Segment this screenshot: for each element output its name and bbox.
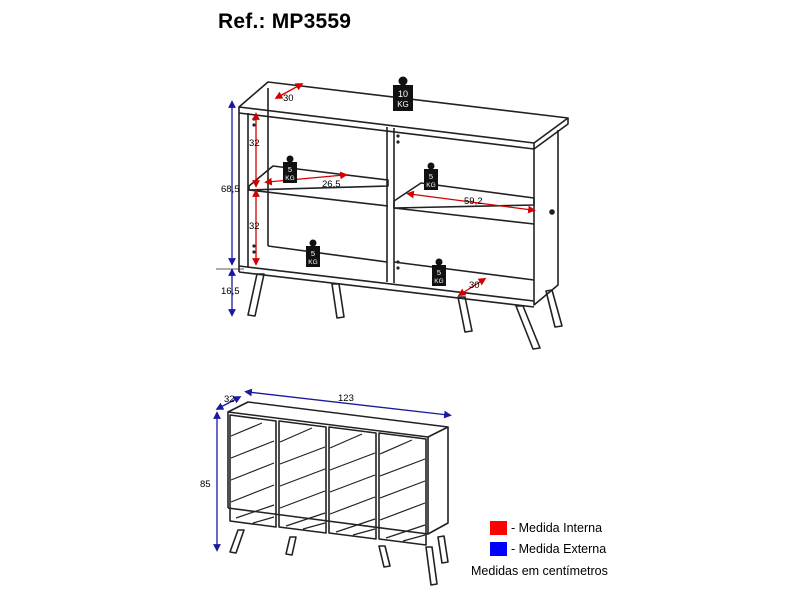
dim-height: 85 — [200, 479, 211, 490]
svg-text:5: 5 — [437, 268, 441, 277]
reference-title: Ref.: MP3559 — [218, 10, 352, 33]
legend-internal-label: - Medida Interna — [511, 521, 603, 535]
svg-text:KG: KG — [285, 175, 294, 182]
dim-body-height: 68,5 — [221, 184, 240, 195]
closed-dimension-labels: 32 123 85 — [200, 393, 354, 490]
closed-right-side — [427, 427, 449, 535]
closed-leg-left — [229, 529, 245, 554]
dim-depth: 32 — [224, 394, 235, 405]
svg-text:KG: KG — [308, 259, 317, 266]
dim-shelf-width-right: 59,2 — [464, 196, 483, 207]
blue-swatch — [490, 542, 507, 556]
weight-tag-top: 10 KG — [393, 76, 413, 111]
svg-text:5: 5 — [429, 172, 433, 181]
cabinet-right-side — [533, 130, 559, 306]
door-1 — [229, 414, 277, 528]
svg-text:KG: KG — [397, 100, 409, 109]
closed-bottom — [227, 507, 429, 535]
svg-text:10: 10 — [398, 89, 408, 99]
closed-leg-mid-right — [378, 545, 391, 568]
door-glass-strips — [230, 422, 426, 542]
closed-leg-back — [437, 535, 449, 564]
door-2 — [278, 420, 327, 534]
closed-cabinet-drawing — [227, 401, 449, 586]
external-measure-lines — [216, 100, 244, 317]
dim-shelf-height-lower: 32 — [249, 221, 260, 232]
door-4 — [378, 432, 427, 546]
leg-back-right — [545, 289, 563, 328]
dim-shelf-width-left: 26,5 — [322, 179, 341, 190]
closed-leg-right — [425, 546, 438, 586]
legend-external: - Medida Externa — [490, 542, 606, 556]
dim-depth-top: 30 — [283, 93, 294, 104]
leg-back-left — [331, 283, 345, 319]
weight-tag-left-shelf: 5 KG — [283, 155, 297, 183]
dim-shelf-height-upper: 32 — [249, 138, 260, 149]
open-cabinet-drawing — [238, 81, 569, 350]
leg-front-mid — [457, 296, 473, 333]
leg-front-right — [515, 305, 541, 350]
legend-internal: - Medida Interna — [490, 521, 602, 535]
center-divider — [386, 127, 395, 283]
svg-text:5: 5 — [311, 249, 315, 258]
dim-depth-bottom: 30 — [469, 280, 480, 291]
internal-measure-lines — [252, 83, 536, 297]
left-shelf — [248, 165, 389, 191]
dim-width: 123 — [338, 393, 354, 404]
weight-tag-right-shelf: 5 KG — [424, 162, 438, 190]
svg-text:5: 5 — [288, 165, 292, 174]
dim-leg-height: 16,5 — [221, 286, 240, 297]
svg-text:KG: KG — [426, 182, 435, 189]
door-3 — [328, 426, 377, 540]
leg-front-left — [247, 273, 265, 317]
red-swatch — [490, 521, 507, 535]
closed-leg-mid-left — [285, 536, 297, 556]
legend-external-label: - Medida Externa — [511, 542, 607, 556]
top-dimension-labels: 30 32 32 26,5 59,2 30 68,5 16,5 — [221, 93, 483, 297]
weight-tag-right-bottom: 5 KG — [432, 258, 446, 286]
legend-note: Medidas em centímetros — [471, 564, 608, 578]
svg-text:KG: KG — [434, 278, 443, 285]
weight-tag-left-bottom: 5 KG — [306, 239, 320, 267]
closed-external-measures — [213, 388, 452, 552]
